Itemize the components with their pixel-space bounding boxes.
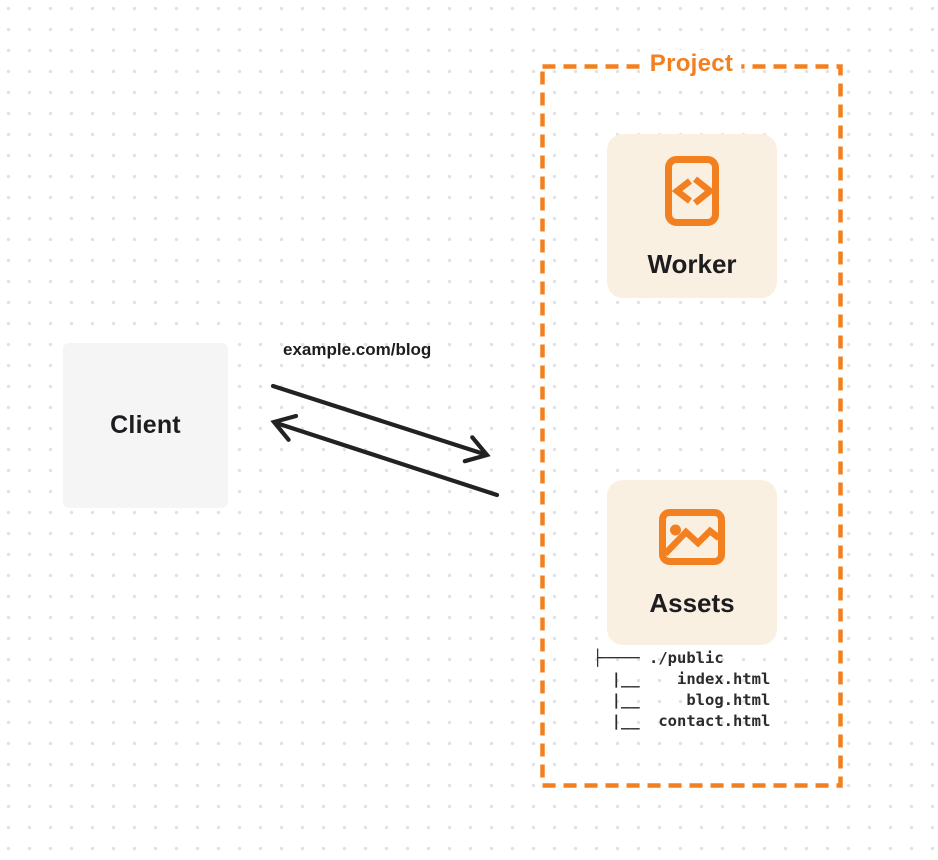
client-label: Client — [110, 411, 181, 439]
code-icon — [665, 155, 719, 226]
assets-label: Assets — [649, 588, 735, 618]
project-label: Project — [641, 50, 742, 78]
worker-node: Worker — [607, 134, 777, 298]
assets-file-tree: ├──── ./public |__ index.html |__ blog.h… — [593, 649, 771, 730]
worker-label: Worker — [647, 248, 737, 279]
project-container: Project Worker Assets ├──── ./public |__… — [540, 50, 843, 788]
request-url-label: example.com/blog — [283, 340, 432, 359]
assets-node: Assets — [607, 480, 777, 645]
client-node: Client — [63, 343, 228, 508]
response-arrow — [270, 413, 500, 498]
request-response-arrows — [270, 383, 500, 498]
image-icon — [659, 509, 725, 565]
request-arrow — [270, 383, 491, 464]
